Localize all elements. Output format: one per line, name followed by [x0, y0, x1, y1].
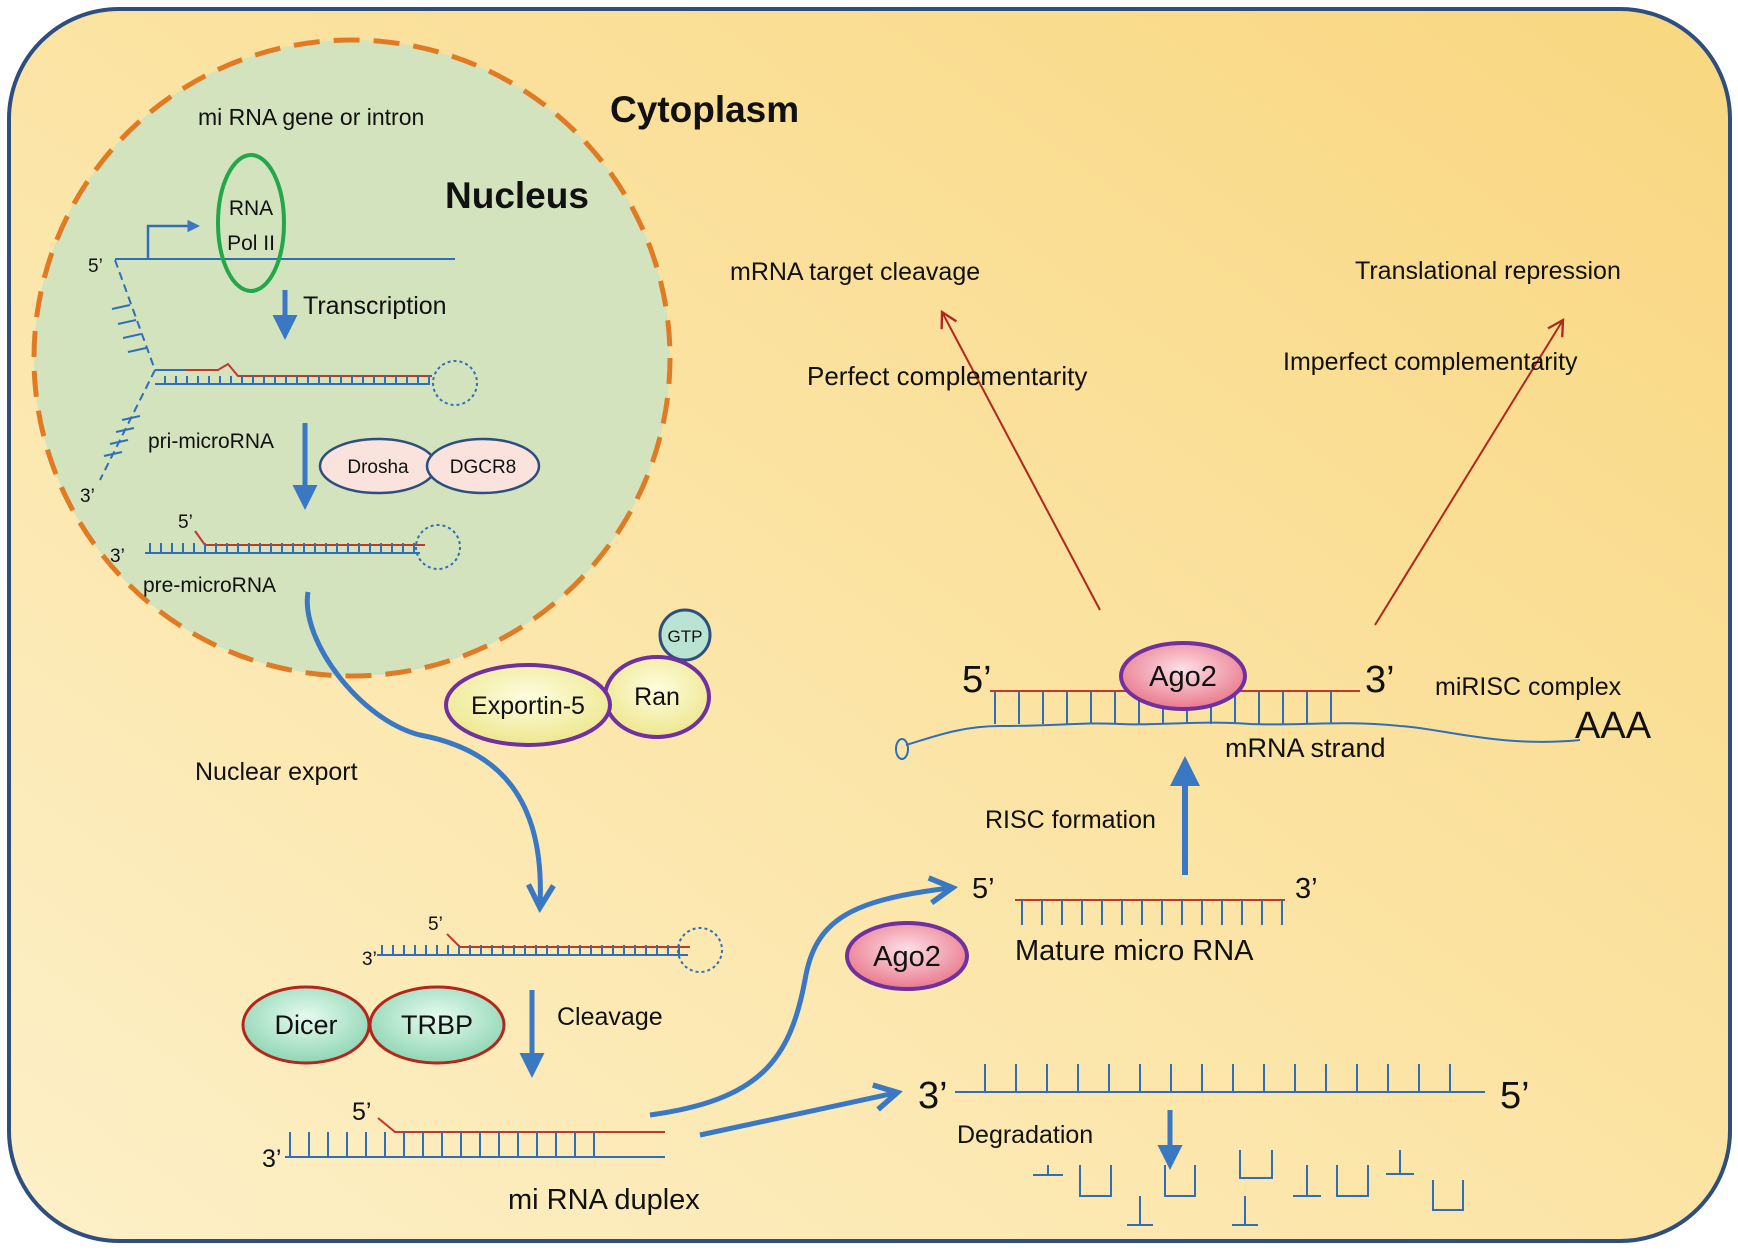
- mirna-duplex: [285, 1117, 665, 1158]
- cytoplasm-label: Cytoplasm: [610, 89, 799, 130]
- translational-repression-label: Translational repression: [1355, 257, 1621, 285]
- perfect-complementarity-arrow: [940, 309, 1101, 611]
- pre-microrna-label: pre-microRNA: [143, 574, 276, 597]
- pri-microrna-label: pri-microRNA: [148, 430, 274, 453]
- ran-label: Ran: [634, 683, 680, 711]
- imperfect-complementarity-label: Imperfect complementarity: [1283, 348, 1578, 376]
- cyto-five-prime: 5’: [428, 914, 443, 935]
- promoter-arrow-icon: [146, 219, 200, 259]
- transcription-label: Transcription: [303, 292, 447, 320]
- duplex-five-prime: 5’: [352, 1098, 371, 1126]
- gene-label: mi RNA gene or intron: [198, 104, 424, 130]
- mirisc-complex-label: miRISC complex: [1435, 673, 1622, 701]
- pre-five-prime: 5’: [178, 512, 193, 533]
- passenger-strand: [955, 1064, 1485, 1093]
- base-pair-tick: [109, 439, 129, 445]
- complex-three-prime: 3’: [1365, 659, 1395, 701]
- degradation-label: Degradation: [957, 1121, 1093, 1149]
- gtp-label: GTP: [668, 627, 703, 646]
- rna-pol-ii: [216, 153, 286, 293]
- rna-pol-label-2: Pol II: [227, 232, 275, 255]
- degraded-fragments: [1033, 1150, 1464, 1226]
- dgcr8-label: DGCR8: [450, 457, 517, 478]
- cytoplasmic-pre-microrna: [377, 927, 723, 973]
- dgcr8: [425, 437, 541, 495]
- drosha-label: Drosha: [347, 457, 409, 478]
- rna-pol-label-1: RNA: [229, 197, 273, 220]
- target-cleavage-label: mRNA target cleavage: [730, 258, 980, 286]
- nucleus: [31, 37, 673, 679]
- ago2-complex-label: Ago2: [1149, 661, 1217, 693]
- exportin-5-label: Exportin-5: [471, 692, 585, 720]
- passenger-three-prime: 3’: [918, 1075, 948, 1117]
- risc-formation-label: RISC formation: [985, 806, 1156, 834]
- cyto-three-prime: 3’: [362, 949, 377, 970]
- base-pair-tick: [121, 415, 141, 421]
- pre-three-prime: 3’: [110, 546, 125, 567]
- ago2-free-label: Ago2: [873, 941, 941, 973]
- mature-microrna-label: Mature micro RNA: [1015, 935, 1254, 967]
- ago2-complex: [1119, 641, 1247, 711]
- base-pair-tick: [122, 333, 142, 339]
- complex-five-prime: 5’: [962, 659, 992, 701]
- trbp: [368, 985, 506, 1065]
- pri-microrna-structure: [99, 259, 478, 481]
- perfect-complementarity-label: Perfect complementarity: [807, 361, 1087, 391]
- base-pair-tick: [111, 304, 131, 310]
- poly-a-tail-label: AAA: [1575, 705, 1652, 747]
- base-pair-tick: [117, 319, 137, 325]
- nuclear-export-path: [304, 591, 540, 905]
- pre-microrna-structure: [145, 524, 461, 570]
- mature-three-prime: 3’: [1295, 873, 1318, 905]
- trbp-label: TRBP: [401, 1010, 473, 1040]
- guide-strand-arrow: [649, 888, 950, 1118]
- nucleus-label: Nucleus: [445, 175, 589, 216]
- dna-five-prime: 5’: [88, 256, 103, 277]
- exportin-5: [444, 663, 612, 747]
- passenger-five-prime: 5’: [1500, 1075, 1530, 1117]
- duplex-three-prime: 3’: [262, 1145, 281, 1173]
- imperfect-complementarity-arrow: [1374, 317, 1565, 626]
- cleavage-label: Cleavage: [557, 1003, 663, 1031]
- nuclear-export-label: Nuclear export: [195, 758, 358, 786]
- base-pair-tick: [103, 451, 123, 457]
- mature-five-prime: 5’: [972, 873, 995, 905]
- dicer-label: Dicer: [274, 1010, 337, 1040]
- gtp: [658, 608, 712, 662]
- passenger-strand-arrow: [699, 1093, 895, 1138]
- ago2-free: [845, 921, 969, 991]
- mrna-strand-label: mRNA strand: [1225, 733, 1386, 763]
- pri-three-prime: 3’: [80, 486, 95, 507]
- base-pair-tick: [127, 347, 147, 353]
- base-pair-tick: [115, 427, 135, 433]
- mirna-duplex-label: mi RNA duplex: [508, 1184, 700, 1216]
- mature-microrna: [1015, 899, 1285, 925]
